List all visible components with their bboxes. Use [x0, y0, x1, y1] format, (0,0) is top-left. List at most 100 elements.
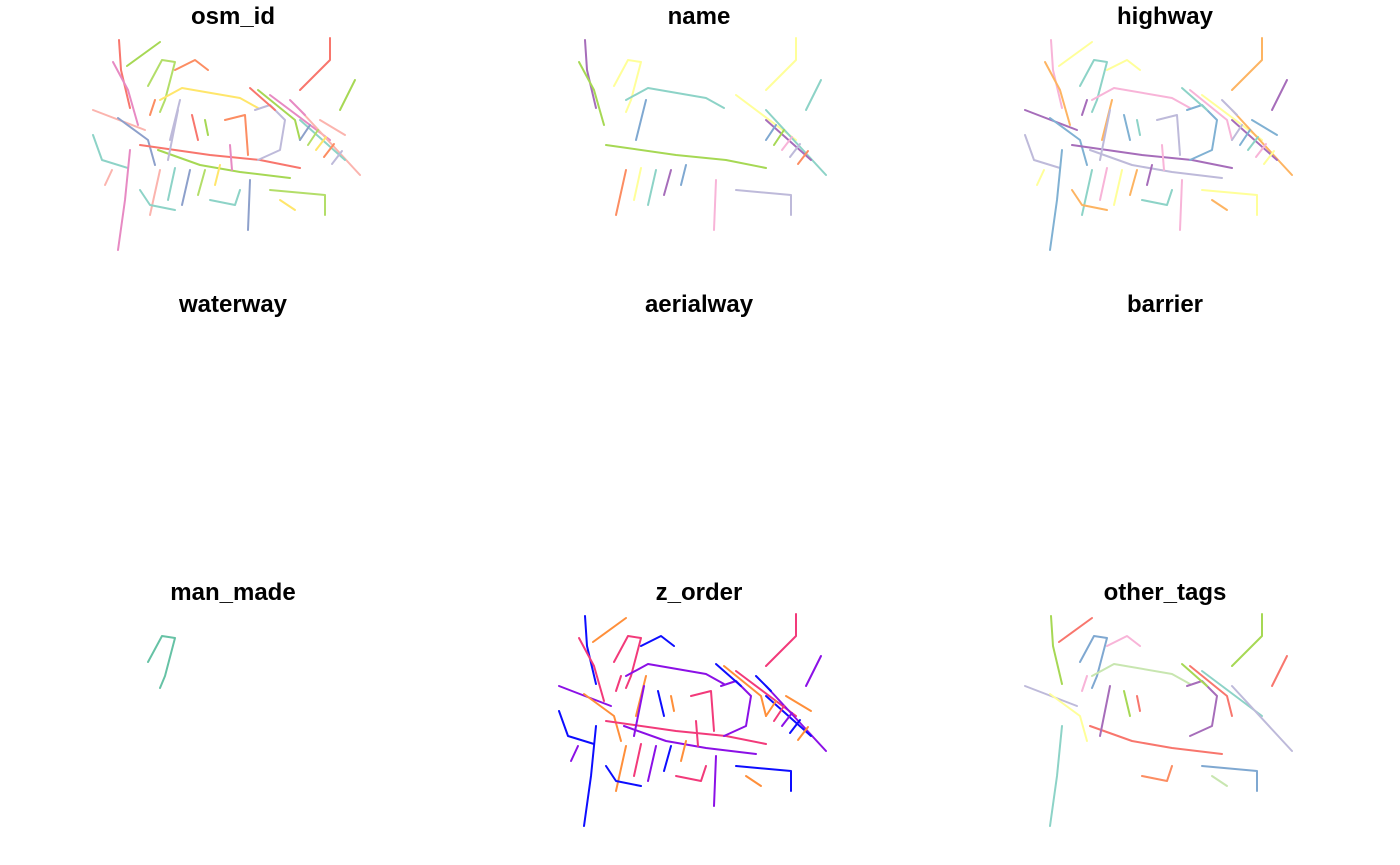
panel-title: osm_id [190, 3, 276, 30]
road-line [1221, 99, 1238, 116]
road-line [319, 119, 346, 136]
road-line [633, 167, 642, 201]
road-line [104, 169, 113, 186]
road-line [773, 129, 785, 146]
road-line [167, 167, 176, 201]
panel-title: man_made [170, 579, 296, 606]
road-line [789, 143, 801, 158]
road-line [1058, 41, 1093, 67]
road-line [224, 114, 249, 156]
road-line [1211, 775, 1228, 787]
road-line [1231, 37, 1263, 91]
road-line [1123, 690, 1131, 717]
road-line [765, 124, 777, 141]
road-line [1271, 655, 1288, 687]
road-line [1239, 129, 1251, 146]
road-line [680, 164, 687, 186]
panel-title: other_tags [1103, 579, 1227, 606]
road-line [174, 59, 209, 71]
road-line [1156, 114, 1181, 156]
road-line [1091, 663, 1191, 685]
road-line [1189, 89, 1233, 141]
road-line [583, 725, 597, 827]
road-line [1099, 685, 1111, 737]
road-line [715, 663, 742, 687]
road-line [1050, 39, 1063, 109]
road-line [323, 143, 335, 158]
road-line [1024, 109, 1078, 131]
panel-highway: highway [932, 0, 1398, 288]
road-line [765, 109, 827, 176]
road-line [149, 169, 161, 216]
road-line [1181, 663, 1208, 687]
road-line [613, 59, 642, 113]
road-line [789, 719, 801, 734]
panel-barrier: barrier [932, 288, 1398, 576]
road-line [765, 37, 797, 91]
panel-name: name [466, 0, 932, 288]
road-line [1255, 143, 1267, 158]
road-line [605, 144, 767, 169]
road-line [765, 700, 777, 717]
road-line [289, 99, 306, 116]
road-line [570, 745, 579, 762]
road-line [1024, 685, 1078, 707]
road-line [1079, 59, 1108, 113]
road-line [197, 169, 206, 196]
road-line [1247, 136, 1259, 151]
road-line [605, 765, 642, 787]
road-line [1141, 189, 1173, 206]
road-line [307, 129, 319, 146]
panel-title: waterway [178, 291, 288, 318]
road-line [657, 690, 665, 717]
road-line [1146, 164, 1153, 186]
road-line [635, 99, 647, 141]
road-line [117, 149, 131, 251]
road-line [745, 775, 762, 787]
road-line [1049, 725, 1063, 827]
road-line [695, 720, 699, 747]
road-line [139, 189, 176, 211]
road-line [1136, 695, 1141, 712]
road-line [1179, 179, 1183, 231]
road-line [773, 705, 785, 722]
road-line [1044, 61, 1071, 126]
road-line [1231, 685, 1293, 752]
map-plot [92, 37, 361, 251]
road-line [1081, 99, 1088, 116]
road-line [269, 189, 326, 216]
road-line [112, 61, 139, 126]
road-line [204, 119, 209, 136]
road-line [1091, 87, 1191, 109]
road-line [613, 635, 642, 689]
road-line [92, 109, 146, 131]
road-line [633, 685, 645, 737]
road-line [713, 755, 717, 807]
road-line [1129, 169, 1138, 196]
panel-title: z_order [655, 579, 743, 606]
road-line [1231, 109, 1293, 176]
road-line [781, 136, 793, 151]
map-plot [558, 613, 827, 827]
road-line [1079, 635, 1108, 689]
road-line [147, 59, 176, 113]
road-line [1050, 615, 1063, 685]
road-line [805, 655, 822, 687]
road-line [1099, 167, 1108, 201]
road-line [805, 79, 822, 111]
road-line [663, 745, 672, 772]
road-line [209, 189, 241, 206]
road-line [1263, 150, 1275, 165]
road-line [191, 114, 199, 141]
road-line [126, 41, 161, 67]
road-line [558, 685, 612, 707]
road-line [159, 87, 259, 109]
road-line [254, 104, 286, 161]
road-line [592, 617, 627, 643]
road-line [299, 109, 361, 176]
road-line [670, 695, 675, 712]
road-line [1189, 665, 1233, 717]
road-line [584, 39, 597, 109]
map-plot [1024, 37, 1293, 251]
road-line [181, 169, 191, 206]
